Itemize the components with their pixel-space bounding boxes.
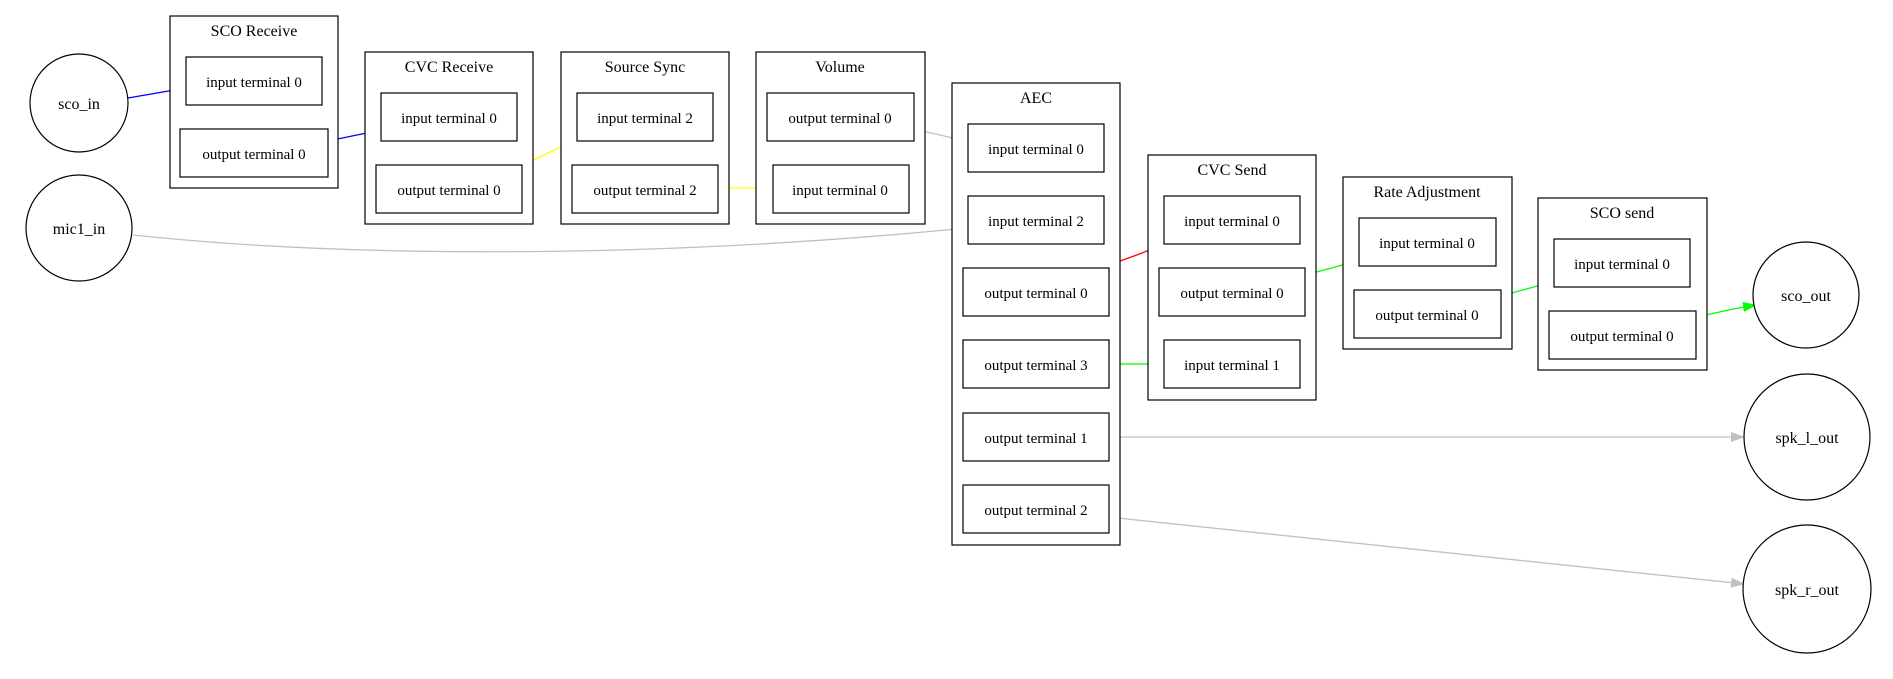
port-rate-adjustment-output-0[interactable]: output terminal 0 [1353,289,1502,339]
port-volume-output-0[interactable]: output terminal 0 [766,92,915,142]
node-mic1-in-label: mic1_in [53,221,105,238]
cluster-rate-adjustment-title: Rate Adjustment [1373,184,1481,201]
port-label: input terminal 0 [401,111,497,127]
port-label: input terminal 0 [206,75,302,91]
port-label: output terminal 0 [984,286,1087,302]
port-aec-output-3[interactable]: output terminal 3 [962,339,1110,389]
port-label: input terminal 0 [1184,214,1280,230]
port-aec-output-0[interactable]: output terminal 0 [962,267,1110,317]
port-cvc-receive-input-0[interactable]: input terminal 0 [380,92,518,142]
port-aec-input-0[interactable]: input terminal 0 [967,123,1105,173]
cluster-cvc-receive: CVC Receive input terminal 0 output term… [364,51,534,225]
cluster-source-sync: Source Sync input terminal 2 output term… [560,51,730,225]
node-sco-in-label: sco_in [58,96,100,113]
node-sco-in[interactable]: sco_in [29,53,129,153]
cluster-sco-send-title: SCO send [1590,205,1654,222]
port-label: output terminal 0 [1375,308,1478,324]
port-label: output terminal 2 [593,183,696,199]
node-sco-out[interactable]: sco_out [1752,241,1860,349]
port-label: output terminal 0 [1180,286,1283,302]
port-label: input terminal 0 [1379,236,1475,252]
port-aec-input-2[interactable]: input terminal 2 [967,195,1105,245]
port-label: output terminal 2 [984,503,1087,519]
cluster-sco-receive: SCO Receive input terminal 0 output term… [169,15,339,189]
port-cvc-receive-output-0[interactable]: output terminal 0 [375,164,523,214]
port-aec-output-2[interactable]: output terminal 2 [962,484,1110,534]
port-label: output terminal 0 [1570,329,1673,345]
node-mic1-in[interactable]: mic1_in [25,174,133,282]
cluster-cvc-receive-title: CVC Receive [405,59,493,76]
cluster-volume: Volume output terminal 0 input terminal … [755,51,926,225]
port-label: input terminal 0 [988,142,1084,158]
port-cvc-send-input-1[interactable]: input terminal 1 [1163,339,1301,389]
edge-mic1-in-to-aec [132,224,968,253]
cluster-aec-title: AEC [1020,90,1052,107]
port-sco-send-output-0[interactable]: output terminal 0 [1548,310,1697,360]
port-label: input terminal 2 [988,214,1084,230]
clusters: SCO Receive input terminal 0 output term… [169,15,1708,546]
port-label: output terminal 0 [788,111,891,127]
port-cvc-send-output-0[interactable]: output terminal 0 [1158,267,1306,317]
port-rate-adjustment-input-0[interactable]: input terminal 0 [1358,217,1497,267]
cluster-cvc-send-title: CVC Send [1198,162,1267,179]
port-cvc-send-input-0[interactable]: input terminal 0 [1163,195,1301,245]
port-label: output terminal 3 [984,358,1087,374]
port-label: input terminal 1 [1184,358,1280,374]
node-spk-r-out-label: spk_r_out [1775,582,1840,599]
node-sco-out-label: sco_out [1781,288,1831,305]
cluster-cvc-send: CVC Send input terminal 0 output termina… [1147,154,1317,401]
node-spk-l-out-label: spk_l_out [1775,430,1839,447]
cluster-volume-title: Volume [815,59,864,76]
cluster-aec: AEC input terminal 0 input terminal 2 ou… [951,82,1121,546]
port-label: output terminal 1 [984,431,1087,447]
cluster-sco-receive-title: SCO Receive [211,23,298,40]
edge-aec-to-spk-r-out [1107,516,1745,588]
port-sco-send-input-0[interactable]: input terminal 0 [1553,238,1691,288]
port-label: output terminal 0 [202,147,305,163]
port-label: output terminal 0 [397,183,500,199]
port-volume-input-0[interactable]: input terminal 0 [772,164,910,214]
port-source-sync-output-2[interactable]: output terminal 2 [571,164,719,214]
port-label: input terminal 2 [597,111,693,127]
node-spk-r-out[interactable]: spk_r_out [1742,524,1872,654]
node-spk-l-out[interactable]: spk_l_out [1743,373,1871,501]
port-sco-receive-output-0[interactable]: output terminal 0 [179,128,329,178]
cluster-rate-adjustment: Rate Adjustment input terminal 0 output … [1342,176,1513,350]
port-label: input terminal 0 [1574,257,1670,273]
port-sco-receive-input-0[interactable]: input terminal 0 [185,56,323,106]
cluster-sco-send: SCO send input terminal 0 output termina… [1537,197,1708,371]
port-aec-output-1[interactable]: output terminal 1 [962,412,1110,462]
cluster-source-sync-title: Source Sync [605,59,685,76]
endpoints: sco_in mic1_in sco_out spk_l_out spk_r_o… [25,53,1872,654]
port-label: input terminal 0 [792,183,888,199]
port-source-sync-input-2[interactable]: input terminal 2 [576,92,714,142]
